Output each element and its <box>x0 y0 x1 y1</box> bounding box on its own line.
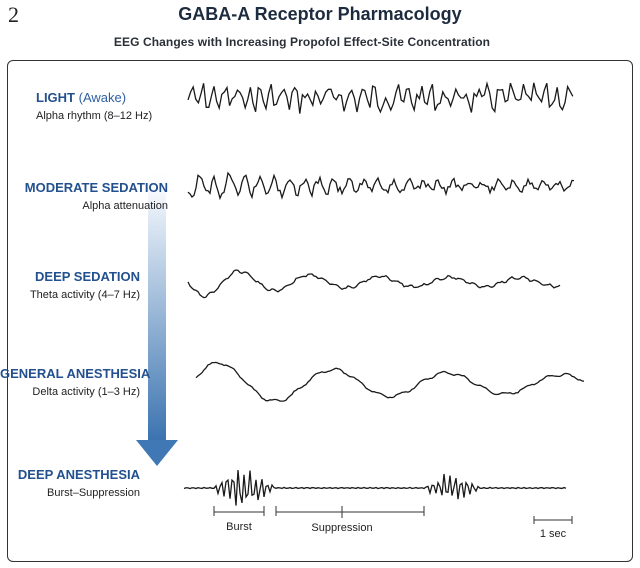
page-number: 2 <box>8 2 19 27</box>
stage-deep-sedation-name: DEEP SEDATION <box>35 269 140 284</box>
stage-light-name: LIGHT (Awake) <box>36 90 211 105</box>
stage-general-anesthesia-name: GENERAL ANESTHESIA <box>0 366 151 381</box>
stage-deep-sedation-description: Theta activity (4–7 Hz) <box>29 289 140 301</box>
eeg-trace-deep-sedation <box>187 269 561 299</box>
stage-moderate-sedation: MODERATE SEDATION Alpha attenuation <box>0 180 168 212</box>
burst-bracket <box>213 506 265 516</box>
suppression-label: Suppression <box>311 522 372 534</box>
time-scale-label: 1 sec <box>540 528 567 540</box>
stage-light: LIGHT (Awake) Alpha rhythm (8–12 Hz) <box>36 90 211 122</box>
stage-deep-anesthesia-name: DEEP ANESTHESIA <box>17 467 140 482</box>
eeg-trace-moderate-sedation <box>187 171 575 201</box>
stage-deep-anesthesia: DEEP ANESTHESIA Burst–Suppression <box>0 467 140 499</box>
progression-arrow <box>136 168 178 466</box>
eeg-trace-light <box>187 81 574 114</box>
stage-light-description: Alpha rhythm (8–12 Hz) <box>36 110 153 122</box>
stage-deep-anesthesia-description: Burst–Suppression <box>47 487 140 499</box>
figure-frame <box>7 60 633 562</box>
suppression-bracket <box>275 506 425 518</box>
stage-general-anesthesia: GENERAL ANESTHESIA Delta activity (1–3 H… <box>0 366 151 398</box>
eeg-trace-general-anesthesia <box>195 361 585 402</box>
time-scale-bar <box>533 516 573 524</box>
burst-label: Burst <box>226 521 252 533</box>
page-title: GABA-A Receptor Pharmacology <box>178 4 462 24</box>
page-subtitle: EEG Changes with Increasing Propofol Eff… <box>113 35 491 49</box>
stage-general-anesthesia-description: Delta activity (1–3 Hz) <box>32 386 140 398</box>
eeg-trace-burst-suppression <box>183 469 567 506</box>
stage-deep-sedation: DEEP SEDATION Theta activity (4–7 Hz) <box>0 269 140 301</box>
arrow-head <box>136 440 178 466</box>
stage-moderate-sedation-description: Alpha attenuation <box>82 200 168 212</box>
stage-light-qualifier: (Awake) <box>78 90 127 105</box>
stage-moderate-sedation-name: MODERATE SEDATION <box>24 180 168 195</box>
stage-light-title: LIGHT <box>36 90 75 105</box>
arrow-shaft <box>148 168 166 440</box>
